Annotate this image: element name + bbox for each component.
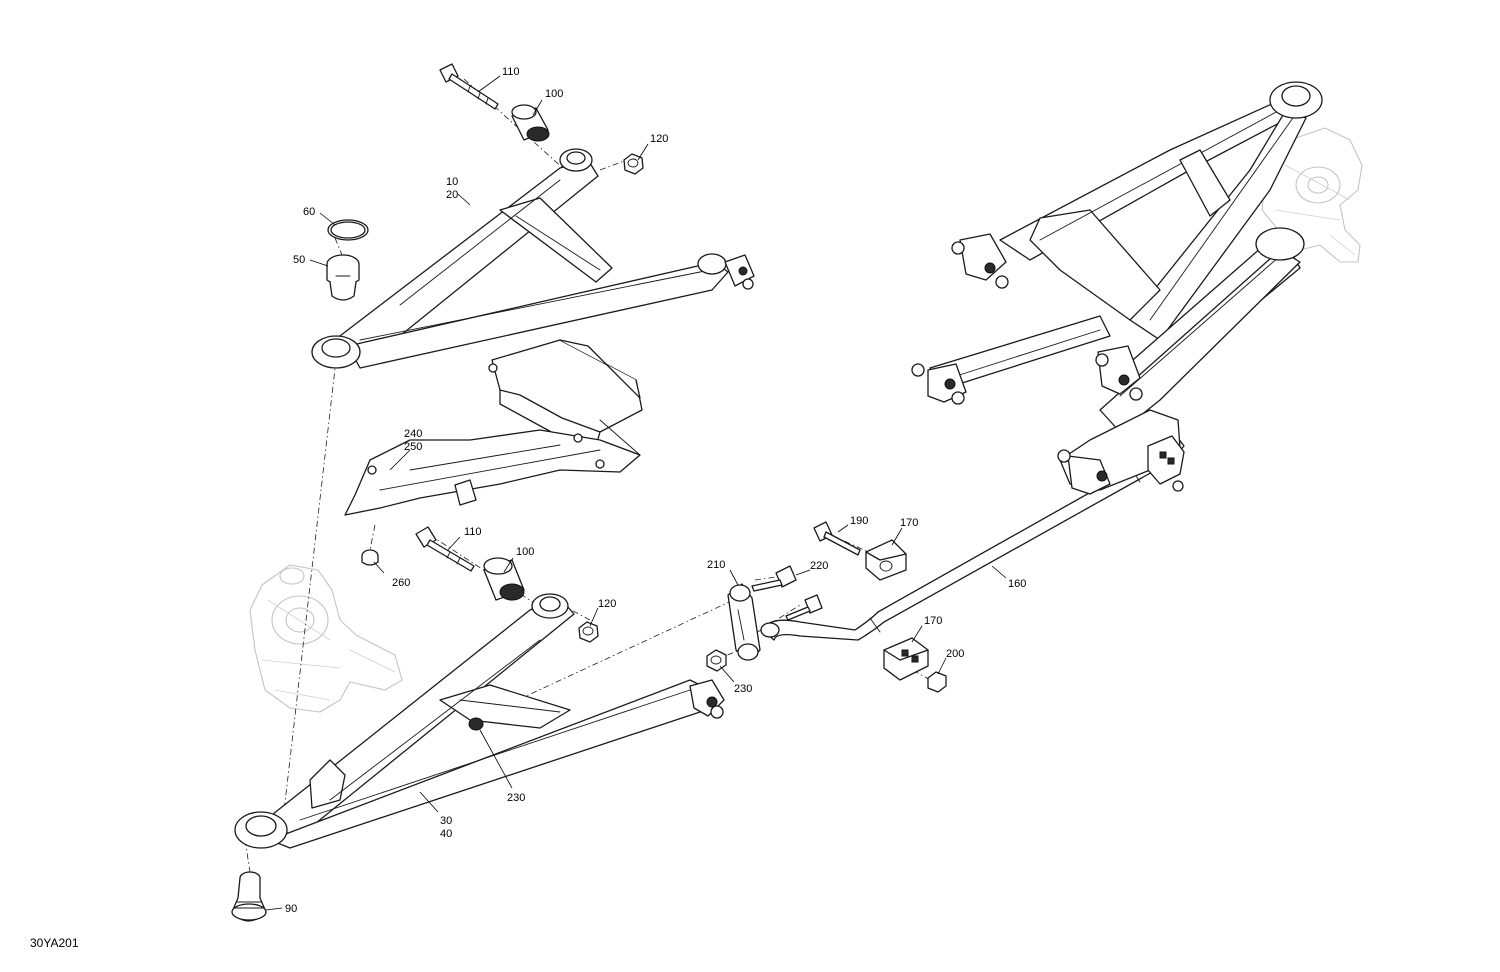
callout-110-top: 110	[502, 66, 520, 78]
knuckle-left-ghost	[249, 564, 403, 713]
callout-110-mid: 110	[464, 526, 482, 538]
ball-joint-50	[326, 254, 360, 301]
callout-90: 90	[285, 903, 297, 915]
bolt-110-top	[439, 63, 499, 110]
nut-200	[927, 671, 947, 693]
callout-260: 260	[392, 577, 410, 589]
bushing-block-170-bottom	[883, 637, 929, 681]
bolt-110-mid	[415, 526, 475, 572]
callout-190: 190	[850, 515, 868, 527]
callout-170-bottom: 170	[924, 615, 942, 627]
callout-10: 10	[446, 176, 458, 188]
right-lower-arm-mount	[1057, 409, 1185, 495]
right-upper-a-arm	[951, 81, 1323, 341]
callout-20: 20	[446, 189, 458, 201]
nut-260	[361, 549, 379, 566]
callout-100-top: 100	[545, 88, 563, 100]
bushing-100-mid	[483, 557, 525, 601]
sway-bar-link-210	[727, 583, 761, 661]
callout-60: 60	[303, 206, 315, 218]
bolt-190	[813, 521, 861, 556]
arm-protector-240-250	[344, 339, 643, 516]
bushing-block-170-top	[865, 539, 907, 581]
nut-120-mid	[578, 621, 599, 643]
callout-170-top: 170	[900, 517, 918, 529]
callout-120-top: 120	[650, 133, 668, 145]
callout-120-mid: 120	[598, 598, 616, 610]
callout-160: 160	[1008, 578, 1026, 590]
lower-a-arm	[234, 593, 725, 849]
callout-200: 200	[946, 648, 964, 660]
nut-230-link	[706, 649, 727, 672]
callout-30: 30	[440, 815, 452, 827]
bushing-100-top	[511, 104, 550, 142]
figure-reference: 30YA201	[30, 936, 79, 950]
callout-100-mid: 100	[516, 546, 534, 558]
callout-leaders	[265, 75, 1007, 911]
assembly-lines	[244, 78, 931, 873]
callout-50: 50	[293, 254, 305, 266]
callout-40: 40	[440, 828, 452, 840]
callout-230-arm: 230	[507, 792, 525, 804]
retaining-ring-60	[327, 219, 369, 241]
callout-240: 240	[404, 428, 422, 440]
callout-220: 220	[810, 560, 828, 572]
callouts: 110 100 120 10 20 60 50 240 250 110 100 …	[285, 66, 1026, 915]
ball-joint-90	[231, 871, 267, 922]
callout-230-link: 230	[734, 683, 752, 695]
callout-250: 250	[404, 441, 422, 453]
upper-a-arm	[311, 148, 755, 369]
callout-210: 210	[707, 559, 725, 571]
bolt-220-lower	[785, 594, 823, 621]
bolt-220-upper	[751, 565, 797, 592]
right-lower-a-arm	[911, 227, 1305, 433]
